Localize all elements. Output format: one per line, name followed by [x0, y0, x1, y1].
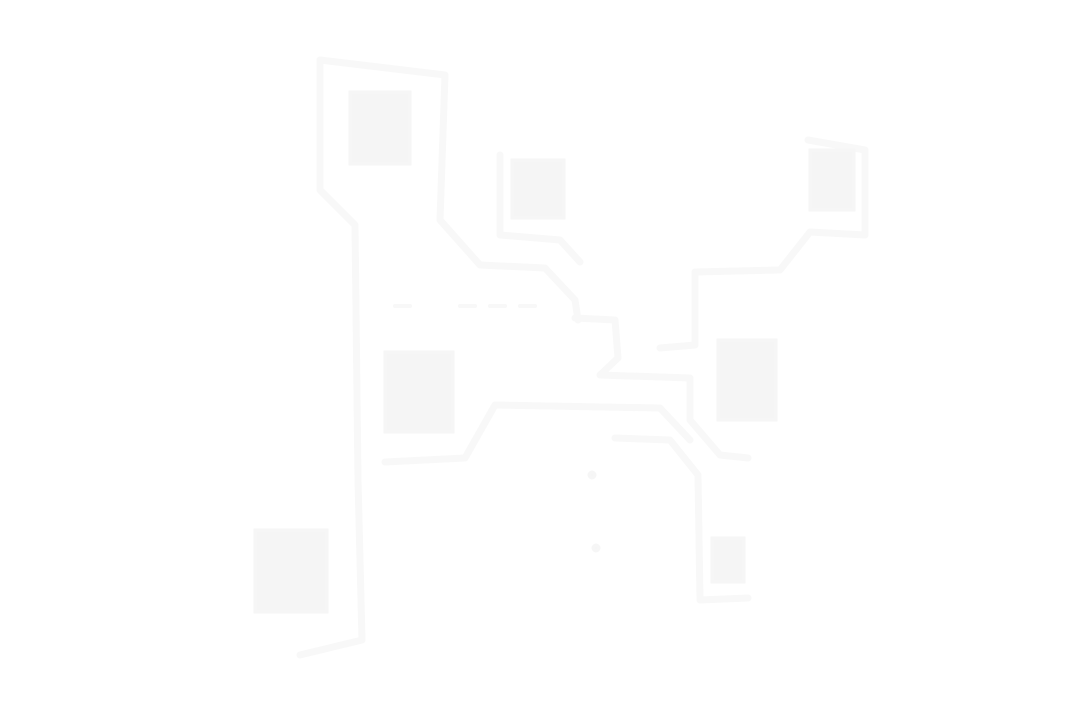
- circuit-pad-left-middle: [383, 350, 455, 434]
- circuit-via: [591, 543, 601, 553]
- circuit-pad-lower-right: [710, 536, 746, 584]
- circuit-trace-center-bus: [491, 401, 694, 444]
- circuit-trace-center-stair: [571, 314, 752, 462]
- circuit-trace-lower-right: [611, 434, 752, 604]
- circuit-via: [587, 470, 597, 480]
- circuit-trace-left-column: [316, 56, 582, 324]
- circuit-pad-upper-middle: [510, 158, 566, 220]
- circuit-trace-upper-middle: [496, 151, 584, 266]
- circuit-pad-top-right: [808, 148, 856, 212]
- circuit-pad-lower-left: [253, 528, 329, 614]
- circuit-trace-left-spine: [296, 56, 366, 659]
- circuit-trace-right-upper: [656, 136, 869, 352]
- circuit-pad-top-left: [348, 90, 412, 166]
- circuit-trace-center-link: [381, 401, 499, 466]
- circuit-pad-right-middle: [716, 338, 778, 422]
